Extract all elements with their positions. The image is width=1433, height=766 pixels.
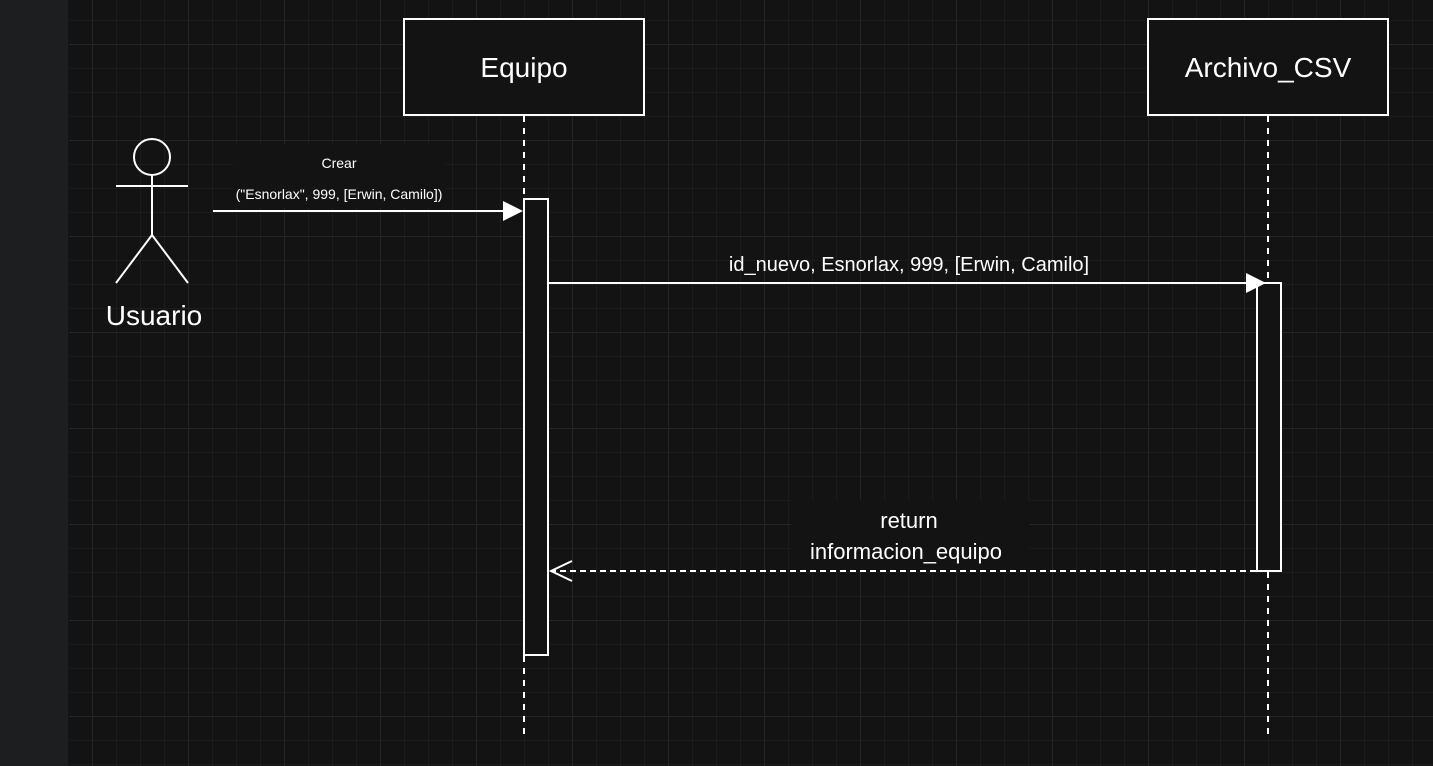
stick-figure-icon [115, 138, 189, 284]
arrowhead-open-icon [548, 560, 573, 582]
message-guardar[interactable]: id_nuevo, Esnorlax, 999, [Erwin, Camilo] [549, 254, 1266, 293]
message-retorno-label-bg [791, 500, 1029, 570]
message-retorno-label-line1: return [880, 508, 937, 533]
message-retorno-label-line2: informacion_equipo [810, 539, 1002, 564]
arrowhead-filled-icon [503, 201, 523, 221]
participant-archivo-box[interactable] [1147, 18, 1389, 116]
participant-equipo-box[interactable] [403, 18, 645, 116]
participant-equipo-label: Equipo [480, 52, 567, 83]
arrowhead-filled-icon [1246, 273, 1266, 293]
message-retorno[interactable]: return informacion_equipo [548, 500, 1256, 582]
actor-usuario-label: Usuario [106, 300, 202, 331]
message-guardar-label: id_nuevo, Esnorlax, 999, [Erwin, Camilo] [729, 254, 1089, 276]
left-sidebar-panel [0, 0, 69, 766]
message-crear-label-line1: Crear [321, 155, 356, 171]
message-crear-label-bg [233, 144, 446, 208]
message-crear[interactable]: Crear ("Esnorlax", 999, [Erwin, Camilo]) [213, 144, 523, 221]
participant-archivo-label: Archivo_CSV [1185, 52, 1352, 83]
equipo-activation-bar[interactable] [523, 198, 549, 656]
participant-archivo-csv[interactable]: Archivo_CSV [1147, 18, 1389, 116]
archivo-activation-bar[interactable] [1256, 282, 1282, 572]
diagram-canvas[interactable] [69, 0, 1433, 766]
participant-equipo[interactable]: Equipo [403, 18, 645, 116]
actor-usuario[interactable]: Usuario [106, 138, 202, 331]
message-crear-label-line2: ("Esnorlax", 999, [Erwin, Camilo]) [236, 186, 443, 202]
